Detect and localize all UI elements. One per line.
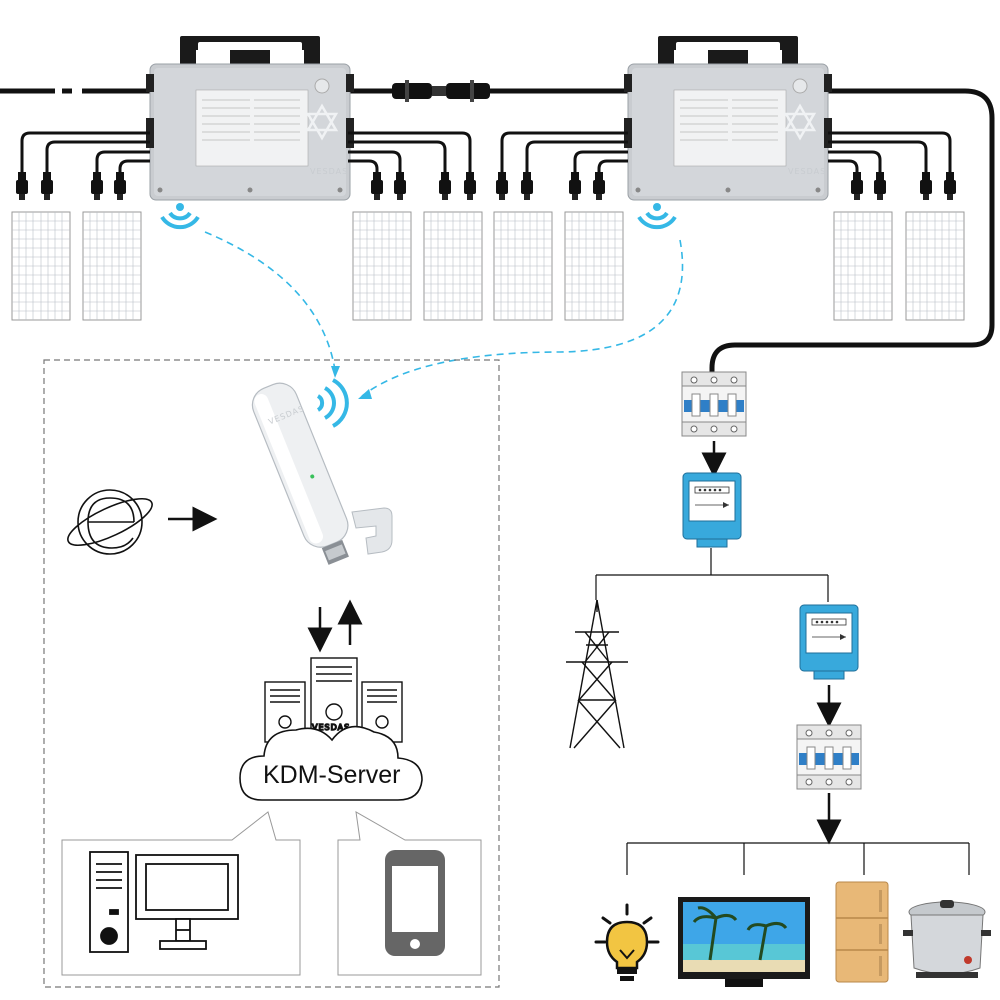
kdm-server-label: KDM-Server: [263, 761, 401, 789]
circuit-breaker-2: [796, 724, 862, 790]
solar-panel: [905, 211, 965, 321]
solar-panels: [11, 211, 965, 321]
solar-panel: [493, 211, 553, 321]
energy-meter-1: [682, 472, 742, 548]
solar-panel: [11, 211, 71, 321]
wireless-arrow: [331, 366, 340, 378]
light-bulb-icon: [594, 903, 660, 981]
load-bus: [626, 842, 970, 875]
cloud-callouts: [61, 811, 482, 976]
brand-label: VESDAS: [788, 167, 826, 176]
inverter-1-wifi-icon: [160, 201, 200, 230]
microinverter-2: VESDAS: [622, 34, 834, 202]
wifi-stick-clip: [351, 507, 393, 555]
power-transmission-tower: [566, 599, 628, 749]
inverter-2-wifi-icon: [637, 201, 677, 230]
ac-trunk-cable: [0, 88, 995, 375]
solar-panel: [564, 211, 624, 321]
monitoring-system-box: [43, 359, 500, 988]
solar-panel: [833, 211, 893, 321]
wireless-arrow: [358, 389, 372, 399]
solar-panel: [423, 211, 483, 321]
server-brand: VESDAS: [312, 723, 350, 732]
trunk-connector: [392, 80, 490, 102]
refrigerator-icon: [835, 881, 889, 983]
solar-panel: [82, 211, 142, 321]
cloud: [239, 725, 423, 801]
television-icon: [678, 897, 810, 987]
wifi-stick-signal-icon: [316, 378, 349, 428]
smartphone: [385, 850, 445, 956]
energy-meter-2: [799, 604, 859, 680]
microinverter-1: VESDAS: [144, 34, 356, 202]
desktop-computer: [89, 851, 239, 953]
wireless-links: [204, 231, 684, 397]
dc-cables: [20, 131, 952, 172]
distribution-lines: [595, 548, 829, 602]
brand-label: VESDAS: [310, 167, 348, 176]
rice-cooker-icon: [903, 900, 991, 978]
internet-explorer-icon: [67, 489, 153, 555]
solar-panel: [352, 211, 412, 321]
circuit-breaker-1: [681, 371, 747, 437]
wifi-stick: VESDAS: [251, 382, 349, 565]
server-rack-left: [264, 681, 306, 743]
